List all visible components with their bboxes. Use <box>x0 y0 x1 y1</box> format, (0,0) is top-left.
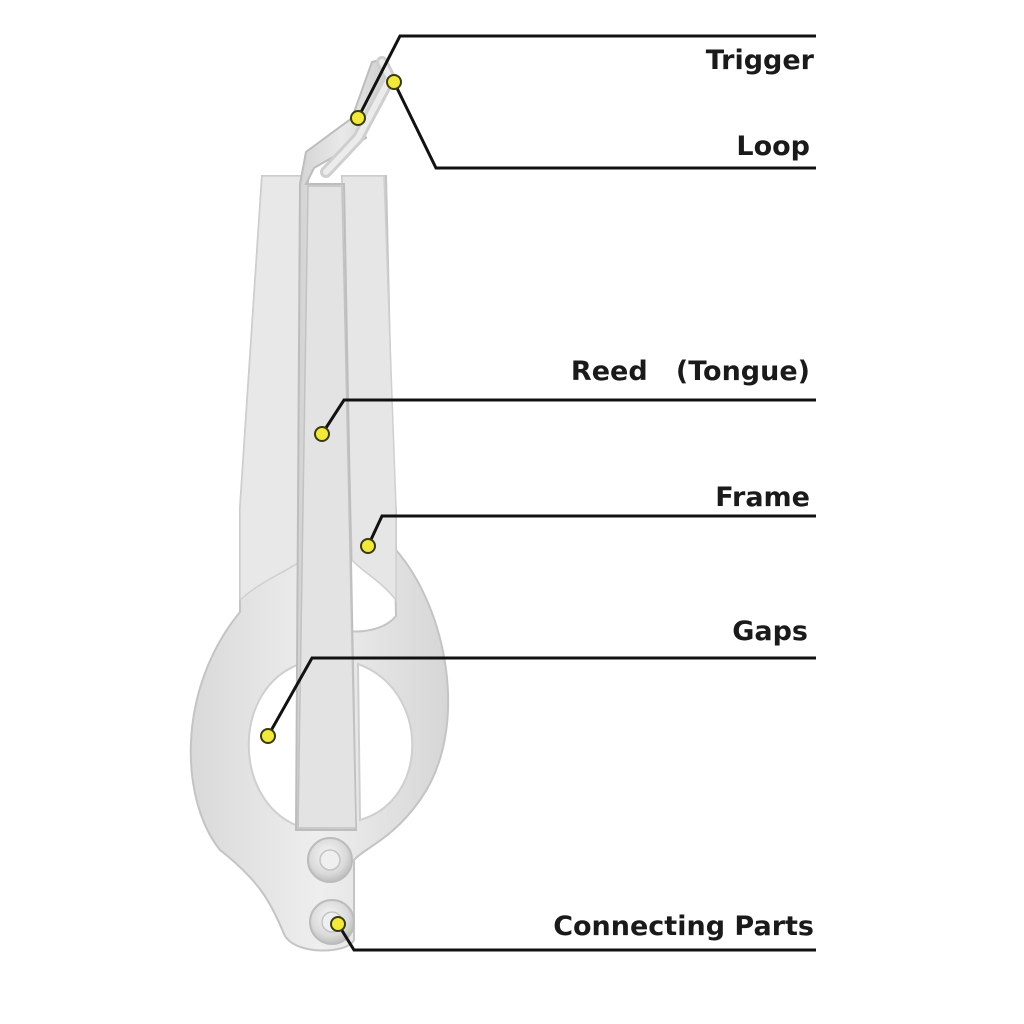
label-trigger: Trigger <box>706 45 815 76</box>
gap-opening-right <box>356 662 414 822</box>
label-connecting: Connecting Parts <box>553 911 814 942</box>
leader-loop <box>392 81 816 170</box>
marker-frame <box>360 538 376 554</box>
markers <box>260 74 402 932</box>
label-loop: Loop <box>736 131 810 162</box>
leader-frame <box>366 514 816 547</box>
label-frame: Frame <box>715 482 810 513</box>
trigger-inner <box>323 59 393 175</box>
jaw-harp <box>189 56 450 952</box>
label-reed: Reed (Tongue) <box>571 356 810 387</box>
label-gaps: Gaps <box>732 616 808 647</box>
labels: Trigger Loop Reed (Tongue) Frame Gaps Co… <box>553 45 814 942</box>
rivet-upper-center <box>319 849 341 871</box>
marker-reed <box>314 426 330 442</box>
reed-body <box>297 185 357 829</box>
marker-connecting <box>330 916 346 932</box>
frame-left-arm <box>239 175 307 602</box>
marker-gaps <box>260 728 276 744</box>
marker-loop <box>386 74 402 90</box>
leader-reed <box>320 398 816 435</box>
leader-gaps <box>266 656 816 737</box>
marker-trigger <box>350 110 366 126</box>
frame-right-arm <box>341 175 397 603</box>
leader-trigger <box>356 34 816 119</box>
leader-lines <box>266 34 816 952</box>
leader-connecting <box>336 923 816 952</box>
